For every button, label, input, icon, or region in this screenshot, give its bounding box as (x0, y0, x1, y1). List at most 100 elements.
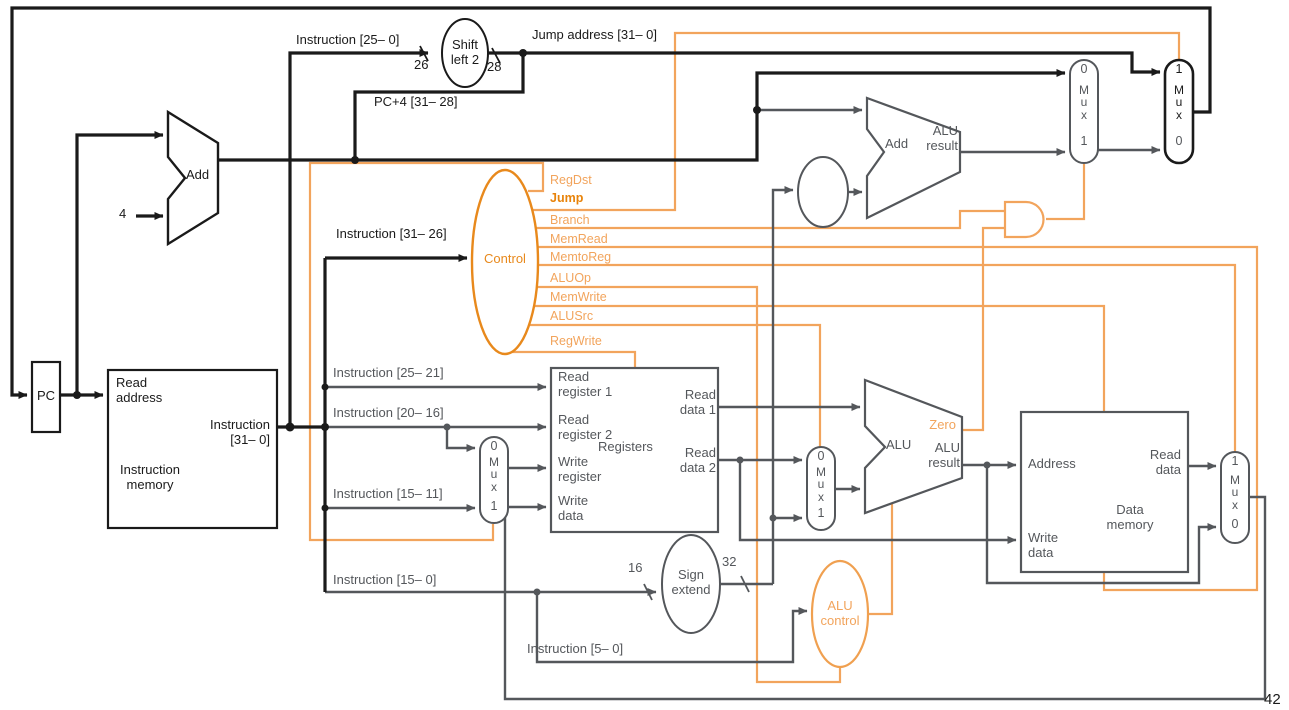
wire-instr-25-0 (288, 49, 429, 427)
mux-branch (1069, 59, 1099, 164)
label-im-title: Instruction memory (120, 462, 180, 492)
wire-branch (536, 209, 1005, 230)
junction-dots (73, 49, 991, 596)
wire-pc-to-add (75, 131, 164, 395)
mux-jump-top: 1 (1175, 62, 1183, 76)
block-sign-extend (661, 534, 721, 634)
label-branch-add: Add (885, 136, 909, 151)
label-instruction-20-16: Instruction [20– 16] (333, 405, 444, 420)
mux-memtoreg-bottom: 0 (1231, 517, 1239, 531)
mux-memtoreg-top: 1 (1231, 454, 1239, 468)
wire-memwrite (534, 304, 1106, 413)
label-four: 4 (119, 206, 127, 221)
mux-jump-mid: M u x (1174, 83, 1184, 122)
label-dm-write-data: Write data (1028, 530, 1059, 560)
wire-jump (532, 31, 1181, 212)
label-regwrite: RegWrite (550, 334, 602, 348)
wire-add-out-pc4 (218, 69, 1066, 162)
label-instruction-15-0: Instruction [15– 0] (333, 572, 437, 587)
wire-and-out (1046, 164, 1086, 221)
mux-regdst-bottom: 1 (490, 499, 498, 513)
label-dm-title: Data memory (1106, 502, 1154, 532)
mux-branch-bottom: 1 (1080, 134, 1088, 148)
mux-alusrc (806, 446, 836, 531)
page-number: 42 (1264, 691, 1281, 708)
label-sign-extend: Sign extend (671, 567, 711, 597)
wire-pc4-31-28 (353, 53, 525, 160)
block-alu-control (810, 559, 870, 669)
label-bits-32: 32 (722, 554, 737, 569)
mux-regdst-top: 0 (490, 439, 498, 453)
mux-alusrc-top: 0 (817, 449, 825, 463)
block-registers (549, 366, 720, 534)
wire-read-data-2-drop (738, 460, 1017, 544)
label-dm-read-data: Read data (1149, 447, 1181, 477)
label-alu-result: ALU result (928, 440, 960, 470)
wire-memread (538, 245, 1259, 592)
wire-instr-20-16-drop (445, 427, 476, 452)
label-read-register-2: Read register 2 (558, 412, 613, 442)
wire-alu-result-branch (985, 465, 1217, 585)
label-pc-plus-4: PC+4 [31– 28] (374, 94, 458, 109)
block-pc (30, 360, 62, 434)
wire-pc-feedback (10, 6, 1212, 399)
label-write-register: Write register (558, 454, 602, 484)
block-shift-left-2-branch (797, 156, 849, 228)
mux-alusrc-bottom: 1 (817, 506, 825, 520)
wire-jump-address (488, 51, 1161, 76)
block-add (166, 109, 220, 247)
label-instruction-31-26: Instruction [31– 26] (336, 226, 447, 241)
label-im-read-address: Read address (116, 375, 163, 405)
label-instruction-25-21: Instruction [25– 21] (333, 365, 444, 380)
label-jump-address: Jump address [31– 0] (532, 27, 658, 42)
label-im-instruction-out: Instruction [31– 0] (210, 417, 270, 447)
label-dm-address: Address (1028, 456, 1076, 471)
mux-regdst-mid: M u x (489, 455, 499, 494)
wire-writeback (503, 495, 1267, 701)
label-memread: MemRead (550, 232, 608, 246)
mux-branch-mid: M u x (1079, 83, 1089, 122)
wire-aluop (537, 285, 842, 684)
block-data-memory (1019, 410, 1190, 574)
label-read-data-2: Read data 2 (679, 445, 716, 475)
label-alu: ALU (886, 437, 912, 452)
label-bits-26: 26 (414, 57, 429, 72)
slash-16 (643, 583, 653, 601)
label-jump: Jump (550, 191, 584, 205)
mux-jump-bottom: 0 (1175, 134, 1183, 148)
mux-jump (1163, 58, 1195, 165)
label-instruction-5-0: Instruction [5– 0] (527, 641, 624, 656)
label-bits-28: 28 (487, 59, 502, 74)
label-regdst: RegDst (550, 173, 592, 187)
block-branch-add (865, 96, 962, 220)
slash-28 (491, 47, 501, 64)
block-alu (863, 378, 964, 515)
label-aluop: ALUOp (550, 271, 591, 285)
label-registers-title: Registers (598, 439, 653, 454)
label-shift-left-2-jump: Shift left 2 (450, 37, 480, 67)
wire-zero (962, 226, 1005, 432)
label-instruction-25-0: Instruction [25– 0] (296, 32, 400, 47)
label-zero: Zero (929, 417, 956, 432)
label-control: Control (484, 251, 526, 266)
wire-signext-up (771, 186, 794, 584)
block-instruction-memory (106, 368, 279, 530)
slash-26 (419, 45, 429, 62)
label-alusrc: ALUSrc (550, 309, 594, 323)
mux-branch-top: 0 (1080, 62, 1088, 76)
label-read-register-1: Read register 1 (558, 369, 613, 399)
mux-memtoreg-mid: M u x (1230, 473, 1240, 512)
wire-regdst (308, 161, 545, 542)
mux-alusrc-mid: M u x (816, 465, 826, 504)
label-alu-control: ALU control (820, 598, 860, 628)
slash-32 (740, 575, 750, 593)
wire-regwrite (512, 350, 637, 369)
label-pc: PC (36, 388, 56, 403)
block-control (470, 168, 540, 356)
label-memtoreg: MemtoReg (550, 250, 612, 264)
mux-memtoreg (1220, 451, 1250, 544)
label-add: Add (186, 167, 210, 182)
label-registers-write-data: Write data (558, 493, 589, 523)
